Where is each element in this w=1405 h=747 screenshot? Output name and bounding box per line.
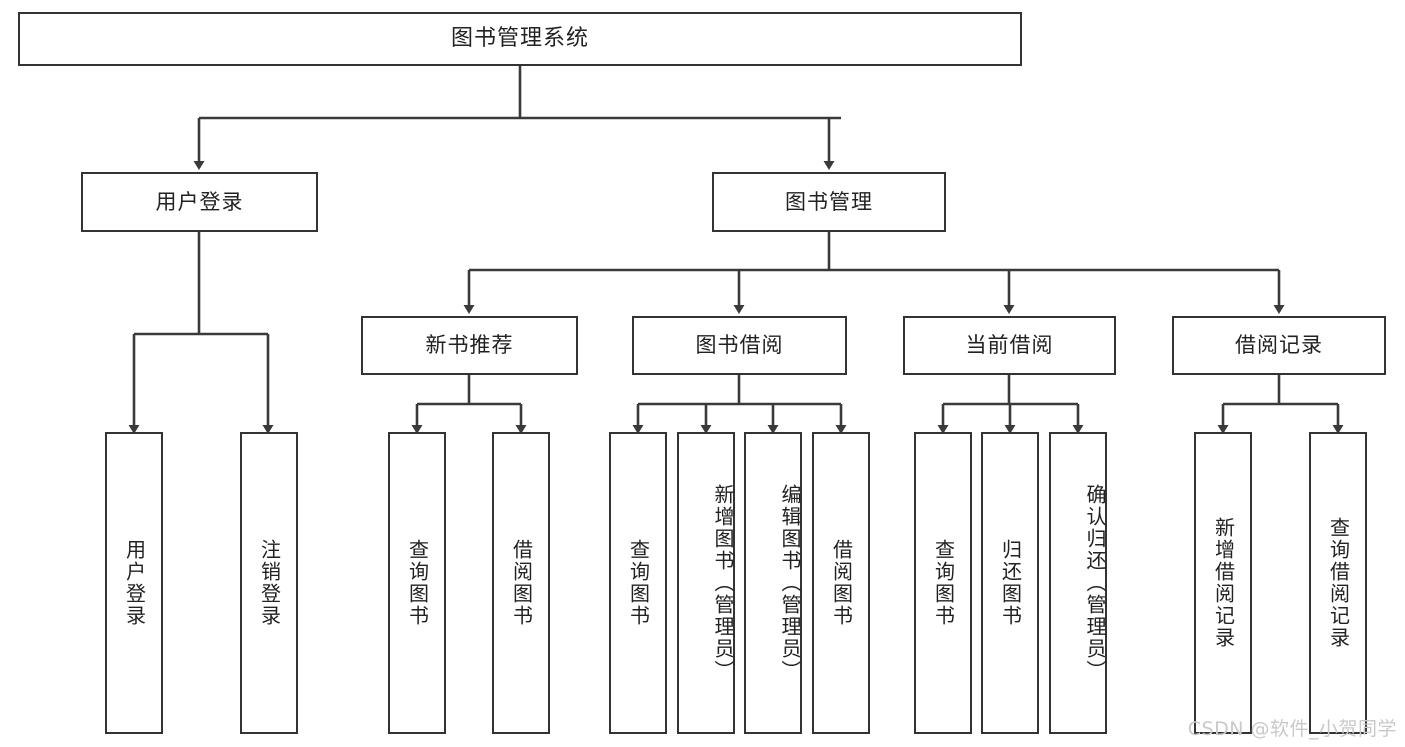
- leaf-query-book-2[interactable]: 查询图书: [609, 432, 667, 734]
- leaf-edit-book[interactable]: 编辑图书（管理员）: [744, 432, 802, 734]
- leaf-user-login[interactable]: 用户登录: [105, 432, 163, 734]
- csdn-watermark: CSDN @软件_小贺同学: [1187, 718, 1397, 740]
- node-current-borrow[interactable]: 当前借阅: [903, 316, 1116, 375]
- node-borrow-record[interactable]: 借阅记录: [1172, 316, 1386, 375]
- leaf-borrow-book-1-label: 借阅图书: [509, 539, 534, 627]
- leaf-logout-label: 注销登录: [257, 539, 282, 627]
- node-current-borrow-label: 当前借阅: [965, 333, 1054, 358]
- node-book-borrow[interactable]: 图书借阅: [632, 316, 847, 375]
- leaf-add-book[interactable]: 新增图书（管理员）: [677, 432, 735, 734]
- leaf-borrow-book-1[interactable]: 借阅图书: [492, 432, 550, 734]
- leaf-user-login-label: 用户登录: [122, 539, 147, 627]
- leaf-query-book-3[interactable]: 查询图书: [914, 432, 972, 734]
- node-root-system-label: 图书管理系统: [450, 26, 589, 52]
- leaf-logout[interactable]: 注销登录: [240, 432, 298, 734]
- leaf-add-record-label: 新增借阅记录: [1211, 517, 1236, 649]
- leaf-return-book-label: 归还图书: [998, 539, 1023, 627]
- leaf-query-book-1[interactable]: 查询图书: [388, 432, 446, 734]
- leaf-edit-book-label: 编辑图书（管理员）: [778, 484, 802, 682]
- leaf-return-book[interactable]: 归还图书: [981, 432, 1039, 734]
- node-new-book-recommend[interactable]: 新书推荐: [361, 316, 578, 375]
- node-book-borrow-label: 图书借阅: [695, 333, 784, 358]
- leaf-confirm-return[interactable]: 确认归还（管理员）: [1049, 432, 1107, 734]
- leaf-query-book-1-label: 查询图书: [405, 539, 430, 627]
- leaf-query-record-label: 查询借阅记录: [1326, 517, 1351, 649]
- node-root-system[interactable]: 图书管理系统: [18, 12, 1022, 66]
- leaf-add-book-label: 新增图书（管理员）: [711, 484, 735, 682]
- leaf-borrow-book-2-label: 借阅图书: [829, 539, 854, 627]
- leaf-add-record[interactable]: 新增借阅记录: [1194, 432, 1252, 734]
- leaf-borrow-book-2[interactable]: 借阅图书: [812, 432, 870, 734]
- leaf-confirm-return-label: 确认归还（管理员）: [1083, 484, 1107, 682]
- node-book-manage-label: 图书管理: [785, 189, 873, 214]
- node-user-login[interactable]: 用户登录: [81, 172, 318, 232]
- node-borrow-record-label: 借阅记录: [1235, 333, 1323, 358]
- node-user-login-label: 用户登录: [155, 189, 244, 214]
- node-new-book-recommend-label: 新书推荐: [425, 333, 514, 358]
- node-book-manage[interactable]: 图书管理: [712, 172, 946, 232]
- leaf-query-book-2-label: 查询图书: [626, 539, 651, 627]
- leaf-query-book-3-label: 查询图书: [931, 539, 956, 627]
- leaf-query-record[interactable]: 查询借阅记录: [1309, 432, 1367, 734]
